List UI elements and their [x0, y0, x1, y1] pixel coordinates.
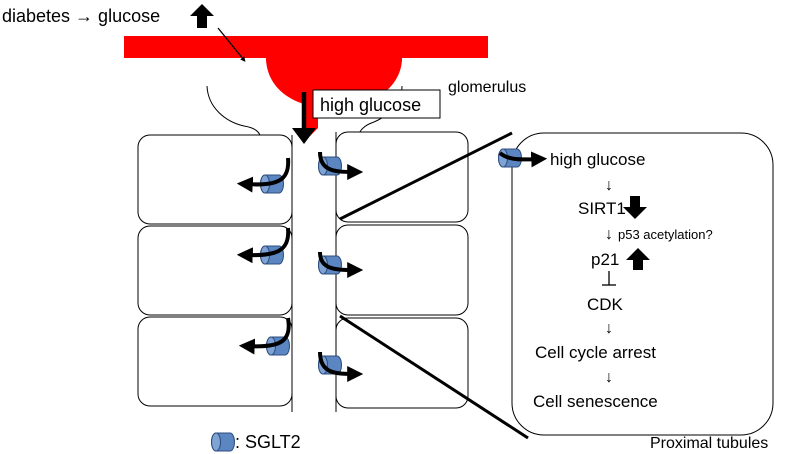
- right-sglt2-2: [318, 251, 364, 278]
- pathway-arrow-2: ↓: [605, 226, 613, 243]
- right-cell-3-outline: [335, 317, 469, 409]
- pathway-arrow-3: ↓: [605, 320, 613, 337]
- p21-up-arrow-icon: [626, 248, 650, 270]
- panel-sglt2: [498, 148, 548, 168]
- glucose-to-vessel-arrow: [217, 27, 246, 62]
- left-sglt2-3: [238, 317, 291, 356]
- pathway-arrow-4: ↓: [605, 369, 613, 386]
- pathway-p53-note: p53 acetylation?: [618, 227, 713, 242]
- filtrate-down-arrowhead-icon: [292, 128, 316, 144]
- right-sglt2-3: [318, 351, 364, 382]
- pathway-panel: [511, 132, 774, 436]
- legend-sglt2-label: : SGLT2: [235, 432, 301, 452]
- high-glucose-box: [312, 89, 441, 119]
- left-cell-3-outline: [137, 316, 293, 407]
- high-glucose-box-label: high glucose: [320, 95, 421, 115]
- pathway-arrow-1: ↓: [605, 177, 613, 194]
- zoom-line-top: [339, 131, 513, 221]
- diabetes-glucose-label: diabetes → glucose: [2, 6, 160, 26]
- pathway-sirt1: SIRT1: [578, 199, 626, 218]
- glomerulus-label: glomerulus: [448, 79, 526, 96]
- pathway-p21: p21: [591, 250, 619, 269]
- glucose-up-arrow-icon: [190, 4, 214, 28]
- left-cell-2-outline: [137, 225, 293, 316]
- right-cell-1-outline: [335, 131, 469, 223]
- pathway-inhibition-icon: [602, 271, 616, 286]
- glomerular-capillary: [124, 36, 488, 108]
- pathway-cell-senescence: Cell senescence: [533, 392, 658, 411]
- pathway-high-glucose: high glucose: [550, 150, 645, 169]
- legend-sglt2-icon: [211, 432, 235, 452]
- pathway-cell-cycle-arrest: Cell cycle arrest: [535, 343, 656, 362]
- left-sglt2-1: [236, 157, 291, 194]
- left-sglt2-2: [236, 227, 291, 265]
- right-sglt2-1: [318, 151, 364, 180]
- pathway-cdk: CDK: [587, 295, 624, 314]
- proximal-tubules-label: Proximal tubules: [650, 435, 768, 452]
- sirt1-down-arrow-icon: [623, 196, 647, 219]
- zoom-line-bottom: [339, 314, 529, 440]
